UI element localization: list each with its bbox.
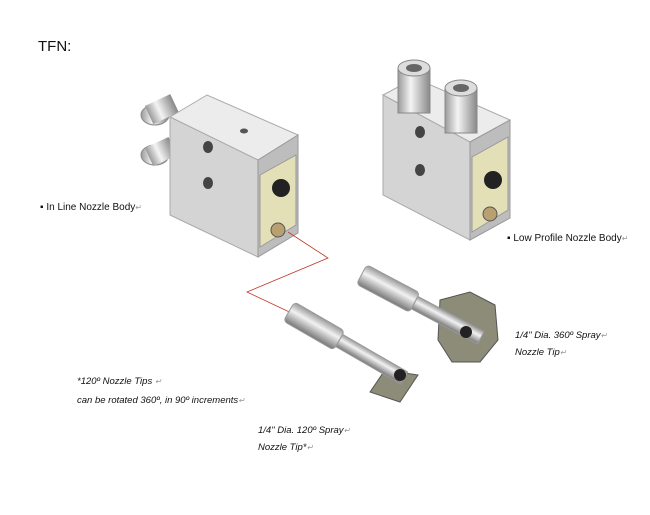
label-tip-360: 1/4" Dia. 360º Spray↵ Nozzle Tip↵ <box>515 327 607 361</box>
label-inline-body: ▪ In Line Nozzle Body↵ <box>40 202 142 213</box>
page-title: TFN: <box>38 38 72 55</box>
label-text: ▪ In Line Nozzle Body <box>40 202 136 213</box>
note-rotation: *120º Nozzle Tips ↵ can be rotated 360º,… <box>77 372 245 410</box>
inline-nozzle-body <box>140 94 300 258</box>
label-text: 1/4" Dia. 120º Spray <box>258 425 344 436</box>
note-text: can be rotated 360º, in 90º increments <box>77 395 239 406</box>
return-mark: ↵ <box>306 443 314 452</box>
nozzle-tip-360 <box>357 265 499 363</box>
return-mark: ↵ <box>343 426 351 435</box>
note-text: *120º Nozzle Tips <box>77 376 155 387</box>
label-text: 1/4" Dia. 360º Spray <box>515 330 601 341</box>
return-mark: ↵ <box>559 348 567 357</box>
label-tip-120: 1/4" Dia. 120º Spray↵ Nozzle Tip*↵ <box>258 422 350 456</box>
return-mark: ↵ <box>135 203 142 212</box>
low-profile-nozzle-body <box>381 59 512 241</box>
return-mark: ↵ <box>154 377 162 386</box>
label-text: Nozzle Tip* <box>258 442 307 453</box>
label-text: ▪ Low Profile Nozzle Body <box>507 233 622 244</box>
assembly-guide-line <box>246 231 329 318</box>
label-low-profile-body: ▪ Low Profile Nozzle Body↵ <box>507 233 628 244</box>
nozzle-tip-120 <box>284 302 419 403</box>
inline-fittings <box>140 94 179 167</box>
label-text: Nozzle Tip <box>515 347 560 358</box>
return-mark: ↵ <box>600 331 608 340</box>
return-mark: ↵ <box>621 234 629 243</box>
return-mark: ↵ <box>238 396 245 405</box>
